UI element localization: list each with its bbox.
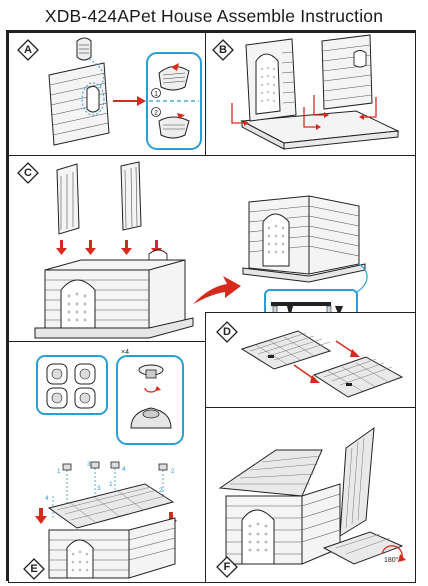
- a-detail-2-label: 2: [154, 110, 158, 117]
- step-a-badge: A: [17, 39, 39, 61]
- step-b-illustration: [231, 34, 400, 150]
- f-rotate-label: 180°: [384, 556, 399, 564]
- step-b-label: B: [219, 44, 227, 56]
- e-clip-3-label: 3: [97, 485, 101, 492]
- e-clip-4-label: 4: [45, 495, 49, 502]
- step-c-label: C: [24, 167, 32, 179]
- step-a-illustration: 1 2: [48, 37, 202, 150]
- step-e-label: E: [30, 563, 38, 575]
- e-pin-1-label: 1: [57, 468, 61, 475]
- e-multiplier-label: ×4: [121, 349, 129, 356]
- instruction-frame: 1 2 A: [6, 30, 416, 583]
- step-b-badge: B: [212, 39, 234, 61]
- step-a-panel: 1 2 A: [8, 32, 206, 156]
- step-f-panel: 180° F: [205, 407, 416, 583]
- e-clip-1-label: 1: [109, 481, 113, 488]
- e-pin-4-label: 4: [122, 466, 126, 473]
- step-e-badge: E: [23, 558, 45, 580]
- step-a-label: A: [24, 44, 32, 56]
- step-c-badge: C: [17, 162, 39, 184]
- step-f-label: F: [223, 561, 231, 573]
- step-b-panel: B: [205, 32, 416, 156]
- e-pin-3-label: 3: [87, 461, 91, 468]
- step-f-badge: F: [216, 556, 238, 578]
- step-d-illustration: [240, 330, 404, 398]
- e-clip-2-label: 2: [159, 487, 163, 494]
- a-detail-1-label: 1: [154, 91, 158, 98]
- step-d-panel: D: [205, 312, 416, 408]
- step-e-panel: ×4 1 3 4 2: [8, 341, 206, 583]
- e-pin-2-label: 2: [171, 468, 175, 475]
- step-f-illustration: 180°: [218, 426, 406, 565]
- document-title: XDB-424APet House Assemble Instruction: [44, 6, 384, 26]
- step-d-label: D: [223, 326, 231, 338]
- step-d-badge: D: [216, 321, 238, 343]
- step-e-illustration: ×4 1 3 4 2: [35, 349, 184, 579]
